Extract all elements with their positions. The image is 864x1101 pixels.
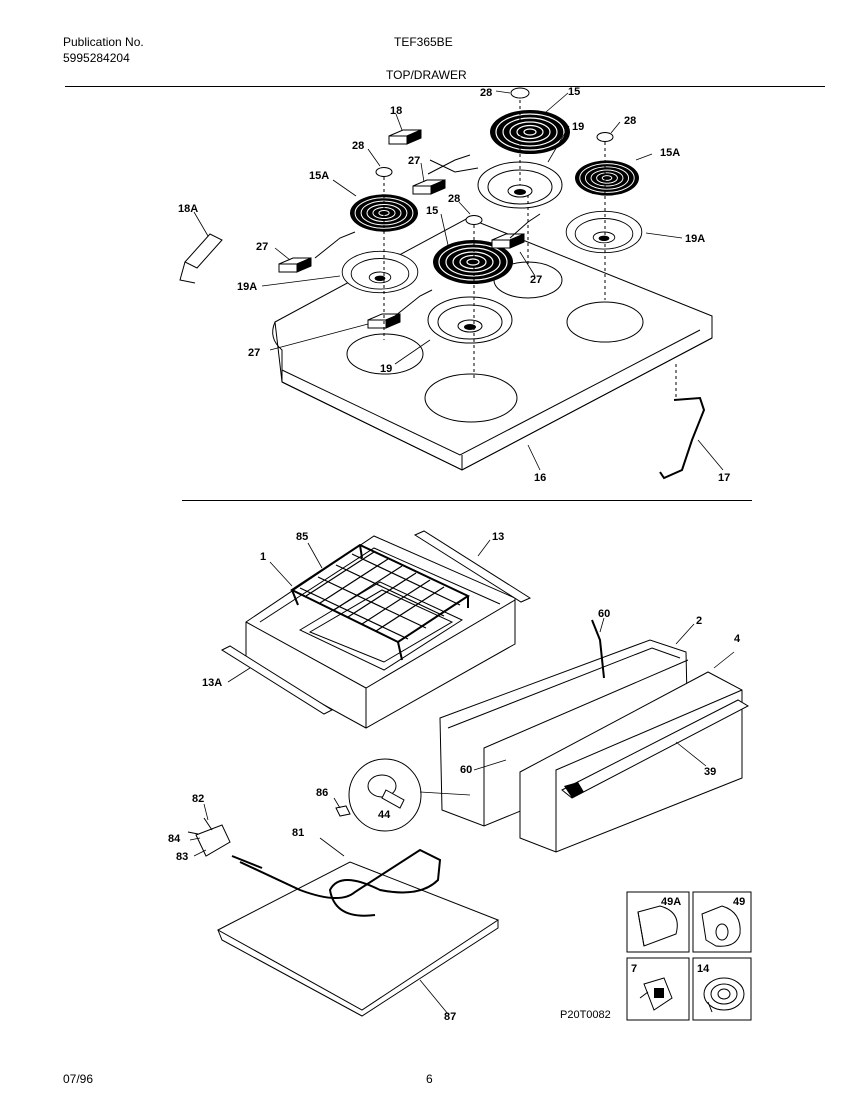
footer-date: 07/96	[63, 1072, 94, 1086]
callout-27: 27	[530, 274, 542, 286]
inset-parts-grid: 49A 49 7 14	[626, 891, 752, 1021]
inset-label-49A: 49A	[661, 896, 681, 908]
callout-4: 4	[734, 633, 741, 645]
callout-82: 82	[192, 793, 204, 805]
callout-86: 86	[316, 787, 328, 799]
inset-label-14: 14	[697, 963, 710, 975]
callout-84: 84	[168, 833, 181, 845]
header-rule	[65, 86, 825, 87]
callout-19A: 19A	[237, 281, 257, 293]
callout-27: 27	[248, 347, 260, 359]
callout-44: 44	[378, 809, 391, 821]
inset-label-7: 7	[631, 963, 637, 975]
callout-13: 13	[492, 531, 504, 543]
publication-label: Publication No.	[63, 35, 144, 49]
callout-39: 39	[704, 766, 716, 778]
callout-28: 28	[352, 140, 364, 152]
callout-17: 17	[718, 472, 730, 484]
callout-18: 18	[390, 105, 402, 117]
publication-number: 5995284204	[63, 51, 130, 65]
callout-15A: 15A	[309, 170, 329, 182]
callout-60: 60	[598, 608, 610, 620]
callout-28: 28	[480, 87, 492, 99]
drawer-assembly	[220, 530, 750, 853]
section-divider	[182, 500, 752, 501]
callout-15: 15	[568, 86, 580, 98]
callout-19: 19	[380, 363, 392, 375]
model-number: TEF365BE	[394, 35, 453, 49]
callout-15: 15	[426, 205, 438, 217]
callout-1: 1	[260, 551, 266, 563]
broil-assembly	[187, 805, 500, 1017]
inset-label-49: 49	[733, 896, 745, 908]
callout-60: 60	[460, 764, 472, 776]
callout-81: 81	[292, 827, 304, 839]
callout-19A: 19A	[685, 233, 705, 245]
cooktop-assembly	[179, 87, 713, 480]
callout-2: 2	[696, 615, 702, 627]
callout-28: 28	[624, 115, 636, 127]
callout-15A: 15A	[660, 147, 680, 159]
callout-83: 83	[176, 851, 188, 863]
callout-27: 27	[256, 241, 268, 253]
callout-28: 28	[448, 193, 460, 205]
figure-code: P20T0082	[560, 1009, 611, 1021]
callout-13A: 13A	[202, 677, 222, 689]
callout-16: 16	[534, 472, 546, 484]
switch-icon	[639, 977, 673, 1011]
callout-18A: 18A	[178, 203, 198, 215]
callout-19: 19	[572, 121, 584, 133]
callout-87: 87	[444, 1011, 456, 1023]
knob-round-icon	[701, 905, 741, 947]
page-number: 6	[426, 1072, 433, 1086]
callout-27: 27	[408, 155, 420, 167]
callout-85: 85	[296, 531, 308, 543]
section-title: TOP/DRAWER	[386, 68, 467, 82]
knob-flat-icon	[637, 905, 678, 947]
bezel-icon	[703, 977, 745, 1013]
